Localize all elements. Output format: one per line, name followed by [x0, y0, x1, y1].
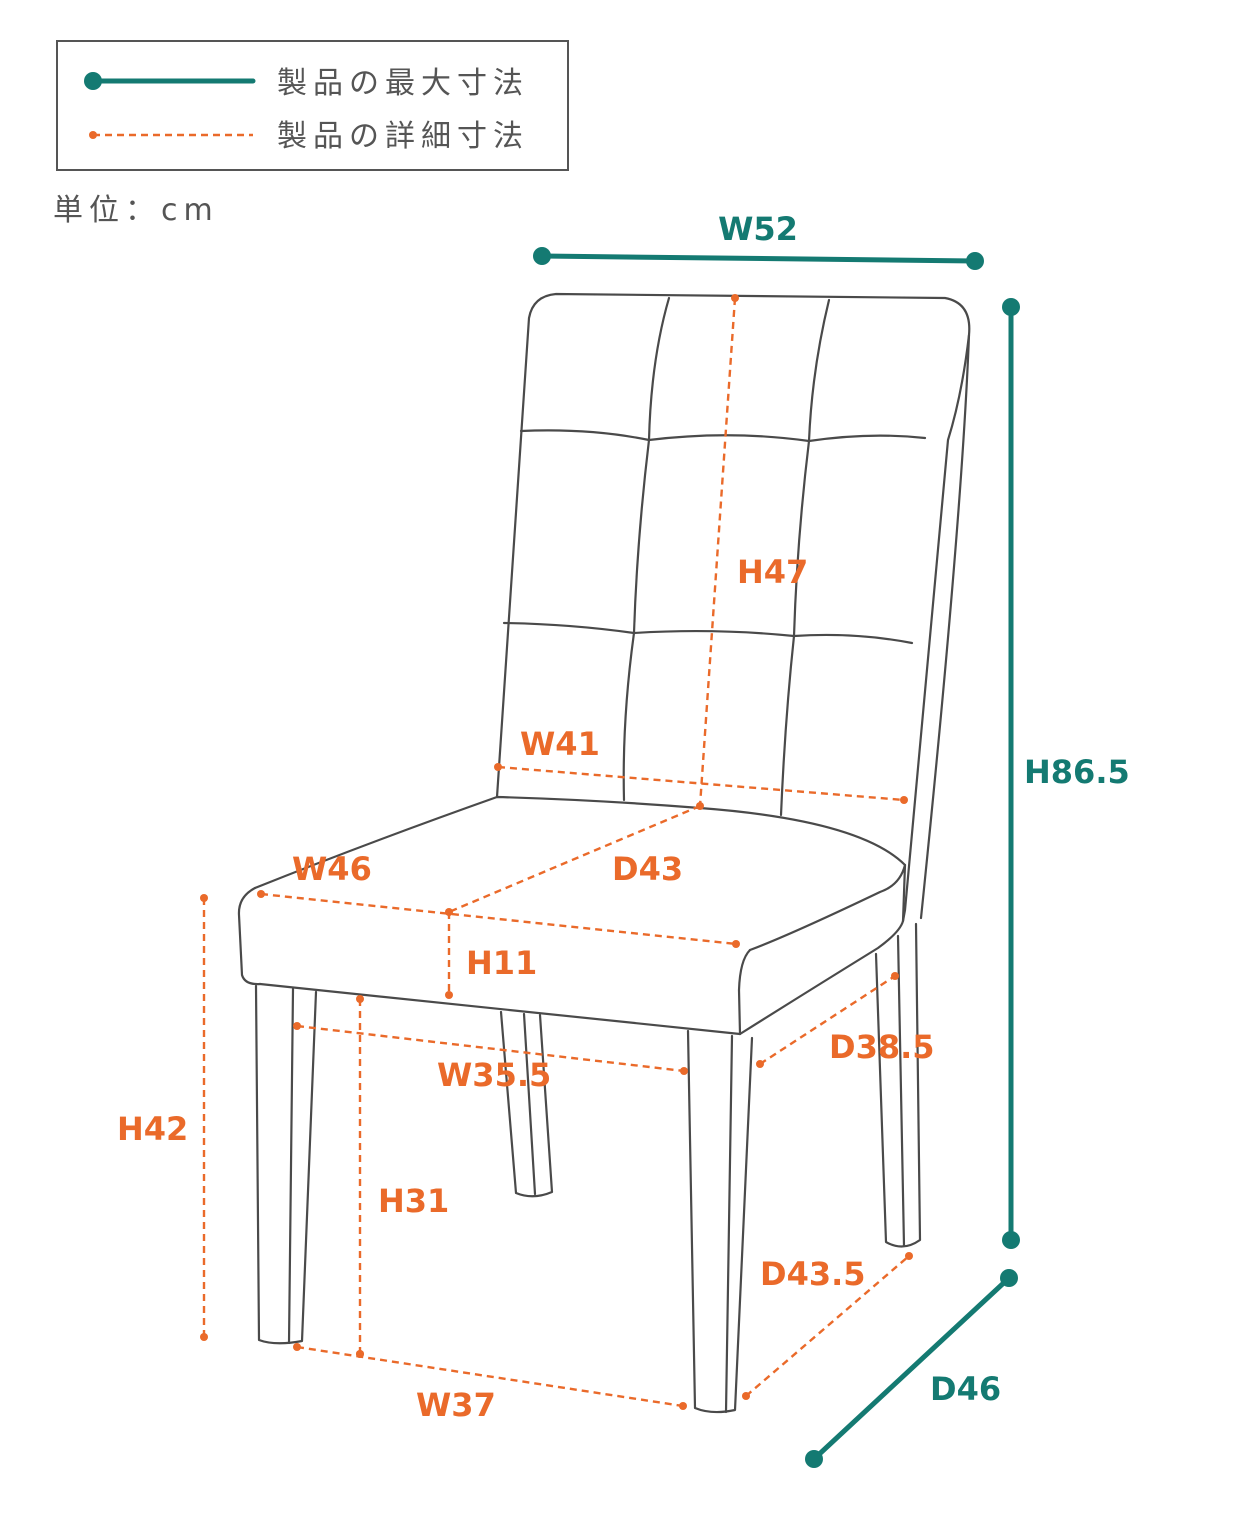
- leg-front-left: [254, 984, 318, 1345]
- leg-front-left-edge: [287, 987, 295, 1345]
- detail-seat-thickness: [445, 912, 453, 999]
- label-h47: H47: [737, 553, 808, 591]
- label-d43-5: D43.5: [760, 1255, 866, 1293]
- backrest-tuft-row-2: [502, 621, 914, 645]
- label-d38-5: D38.5: [829, 1028, 935, 1066]
- label-w52: W52: [718, 210, 798, 248]
- label-w46: W46: [292, 850, 372, 888]
- label-d46: D46: [930, 1370, 1001, 1408]
- detail-seat-height: [200, 894, 208, 1341]
- leg-front-right-edge: [724, 1034, 734, 1414]
- legend-max-label: 製品の最大寸法: [277, 66, 529, 101]
- detail-leg-clear-height: [356, 995, 364, 1358]
- leg-front-right: [686, 1029, 754, 1414]
- seat-top: [253, 795, 907, 952]
- detail-seat-depth: [448, 804, 701, 914]
- backrest-tuft-row-1: [519, 429, 927, 443]
- label-h86-5: H86.5: [1024, 753, 1130, 791]
- seat-right-front-corner: [737, 948, 752, 1036]
- legend-detail-dot: [89, 131, 97, 139]
- backrest-tuft-col-2: [779, 298, 831, 817]
- label-w35-5: W35.5: [437, 1056, 551, 1094]
- label-h42: H42: [117, 1110, 188, 1148]
- seat-front: [258, 982, 742, 1036]
- chair-outline: [237, 292, 971, 1414]
- unit-label: 単位：cm: [53, 193, 219, 228]
- max-dimension-height: [1002, 298, 1020, 1249]
- label-h31: H31: [378, 1182, 449, 1220]
- seat-right-side: [738, 863, 907, 1036]
- detail-back-width: [494, 763, 908, 804]
- max-dimension-depth: [805, 1269, 1018, 1468]
- leg-back-left-edge: [522, 1012, 537, 1196]
- max-dimension-width: [533, 247, 984, 270]
- leg-back-left: [499, 1010, 554, 1198]
- label-w37: W37: [416, 1386, 496, 1424]
- backrest: [495, 292, 971, 923]
- detail-inner-depth-top: [756, 972, 899, 1068]
- label-w41: W41: [520, 725, 600, 763]
- leg-back-right: [874, 922, 922, 1248]
- detail-bottom-width: [293, 1343, 687, 1410]
- leg-back-right-edge: [896, 934, 906, 1248]
- detail-seat-width: [257, 890, 740, 948]
- legend-max-dot: [84, 72, 102, 90]
- backrest-side: [919, 333, 971, 920]
- detail-back-height: [696, 294, 739, 810]
- label-h11: H11: [466, 944, 537, 982]
- seat-front-left-corner: [237, 886, 262, 986]
- legend: 製品の最大寸法 製品の詳細寸法: [56, 40, 569, 171]
- backrest-tuft-col-1: [622, 296, 671, 802]
- detail-inner-width-top: [293, 1022, 688, 1075]
- legend-box: [56, 40, 569, 171]
- legend-detail-label: 製品の詳細寸法: [277, 119, 529, 154]
- label-d43: D43: [612, 850, 683, 888]
- detail-bottom-depth: [742, 1252, 913, 1400]
